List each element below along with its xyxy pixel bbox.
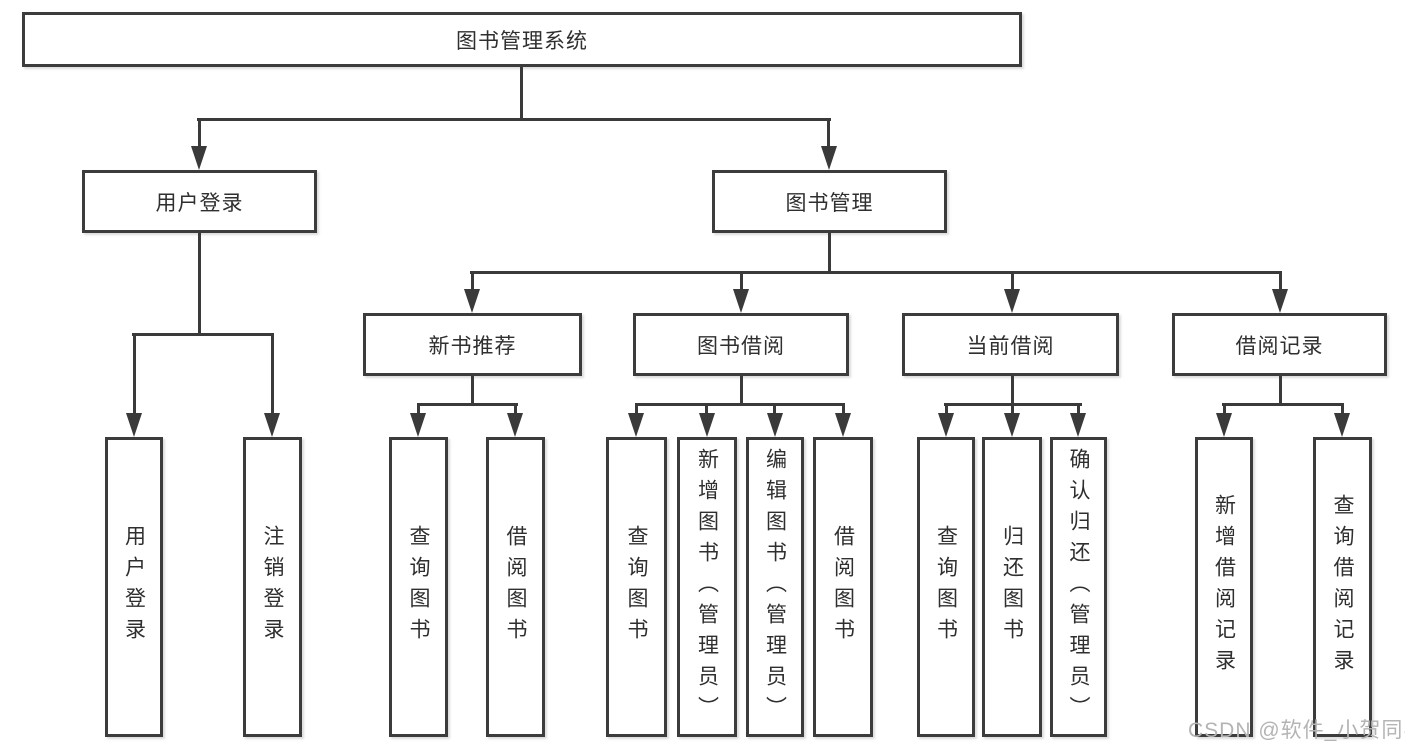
connector-stem bbox=[945, 403, 948, 415]
connector-to-new-book bbox=[471, 271, 474, 291]
connector-borrow-records-bar bbox=[1222, 403, 1344, 406]
arrow-down-icon bbox=[938, 413, 954, 437]
node-leaf-add-books-admin: 新增图书（管理员） bbox=[677, 437, 737, 737]
arrow-down-icon bbox=[821, 146, 837, 170]
connector-stem bbox=[1077, 403, 1080, 415]
arrow-down-icon bbox=[628, 413, 644, 437]
connector-to-leaf-logout bbox=[271, 333, 274, 413]
connector-stem bbox=[635, 403, 638, 415]
node-leaf-borrow-books-2: 借阅图书 bbox=[813, 437, 873, 737]
leaf-label: 确认归还（管理员） bbox=[1067, 447, 1090, 727]
connector-new-book-drop bbox=[471, 376, 474, 405]
connector-book-management-drop bbox=[828, 233, 831, 273]
leaf-label: 归还图书 bbox=[1000, 525, 1024, 649]
leaf-label: 查询图书 bbox=[407, 525, 430, 649]
leaf-label: 编辑图书（管理员） bbox=[763, 447, 787, 727]
connector-user-login-drop bbox=[198, 233, 201, 335]
node-book-management: 图书管理 bbox=[712, 170, 947, 233]
connector-user-login-bar bbox=[132, 333, 274, 336]
connector-stem bbox=[1341, 403, 1344, 415]
node-new-book-recommendation: 新书推荐 bbox=[363, 313, 582, 376]
arrow-down-icon bbox=[699, 413, 715, 437]
arrow-down-icon bbox=[464, 289, 480, 313]
leaf-label: 借阅图书 bbox=[504, 525, 527, 649]
connector-to-leaf-user-login bbox=[133, 333, 136, 413]
node-borrowing-records: 借阅记录 bbox=[1172, 313, 1387, 376]
connector-to-book-borrow bbox=[740, 271, 743, 291]
node-leaf-query-books-3: 查询图书 bbox=[917, 437, 975, 737]
arrow-down-icon bbox=[191, 146, 207, 170]
node-leaf-query-books-1: 查询图书 bbox=[389, 437, 448, 737]
leaf-label: 用户登录 bbox=[122, 525, 146, 649]
connector-to-user-login bbox=[198, 118, 201, 148]
arrow-down-icon bbox=[1070, 413, 1086, 437]
connector-new-book-bar bbox=[417, 403, 518, 406]
arrow-down-icon bbox=[1334, 413, 1350, 437]
node-leaf-confirm-return-admin: 确认归还（管理员） bbox=[1050, 437, 1107, 737]
arrow-down-icon bbox=[733, 289, 749, 313]
connector-level1-bar bbox=[197, 118, 831, 121]
node-leaf-user-login: 用户登录 bbox=[105, 437, 163, 737]
node-leaf-query-borrow-record: 查询借阅记录 bbox=[1313, 437, 1372, 737]
node-leaf-borrow-books-1: 借阅图书 bbox=[486, 437, 545, 737]
arrow-down-icon bbox=[1272, 289, 1288, 313]
leaf-label: 注销登录 bbox=[261, 525, 284, 649]
connector-stem bbox=[1011, 403, 1014, 415]
arrow-down-icon bbox=[1004, 413, 1020, 437]
arrow-down-icon bbox=[410, 413, 426, 437]
node-book-borrowing: 图书借阅 bbox=[633, 313, 849, 376]
connector-book-borrow-drop bbox=[740, 376, 743, 405]
csdn-watermark: CSDN @软件_小贺同学 bbox=[1188, 719, 1405, 742]
connector-stem bbox=[514, 403, 517, 415]
connector-to-current-borrow bbox=[1011, 271, 1014, 291]
node-leaf-edit-books-admin: 编辑图书（管理员） bbox=[746, 437, 804, 737]
connector-book-borrow-bar bbox=[635, 403, 845, 406]
node-leaf-logout: 注销登录 bbox=[243, 437, 302, 737]
leaf-label: 查询图书 bbox=[934, 525, 958, 649]
connector-stem bbox=[842, 403, 845, 415]
node-leaf-return-books: 归还图书 bbox=[982, 437, 1042, 737]
node-library-management-system: 图书管理系统 bbox=[22, 12, 1022, 67]
connector-to-book-management bbox=[827, 118, 830, 148]
connector-current-borrow-drop bbox=[1011, 376, 1014, 405]
leaf-label: 查询图书 bbox=[625, 525, 648, 649]
connector-stem bbox=[417, 403, 420, 415]
arrow-down-icon bbox=[1004, 289, 1020, 313]
arrow-down-icon bbox=[264, 413, 280, 437]
leaf-label: 查询借阅记录 bbox=[1331, 494, 1354, 680]
arrow-down-icon bbox=[767, 413, 783, 437]
leaf-label: 新增借阅记录 bbox=[1212, 494, 1236, 680]
connector-stem bbox=[773, 403, 776, 415]
node-user-login: 用户登录 bbox=[82, 170, 317, 233]
arrow-down-icon bbox=[507, 413, 523, 437]
connector-root-drop bbox=[520, 67, 523, 120]
connector-to-borrow-records bbox=[1279, 271, 1282, 291]
connector-stem bbox=[705, 403, 708, 415]
node-leaf-query-books-2: 查询图书 bbox=[606, 437, 667, 737]
leaf-label: 新增图书（管理员） bbox=[695, 447, 719, 727]
connector-stem bbox=[1223, 403, 1226, 415]
node-current-borrowing: 当前借阅 bbox=[902, 313, 1119, 376]
arrow-down-icon bbox=[835, 413, 851, 437]
connector-borrow-records-drop bbox=[1279, 376, 1282, 405]
arrow-down-icon bbox=[1216, 413, 1232, 437]
arrow-down-icon bbox=[126, 413, 142, 437]
node-leaf-add-borrow-record: 新增借阅记录 bbox=[1195, 437, 1253, 737]
connector-level2-bar bbox=[470, 271, 1282, 274]
leaf-label: 借阅图书 bbox=[831, 525, 855, 649]
